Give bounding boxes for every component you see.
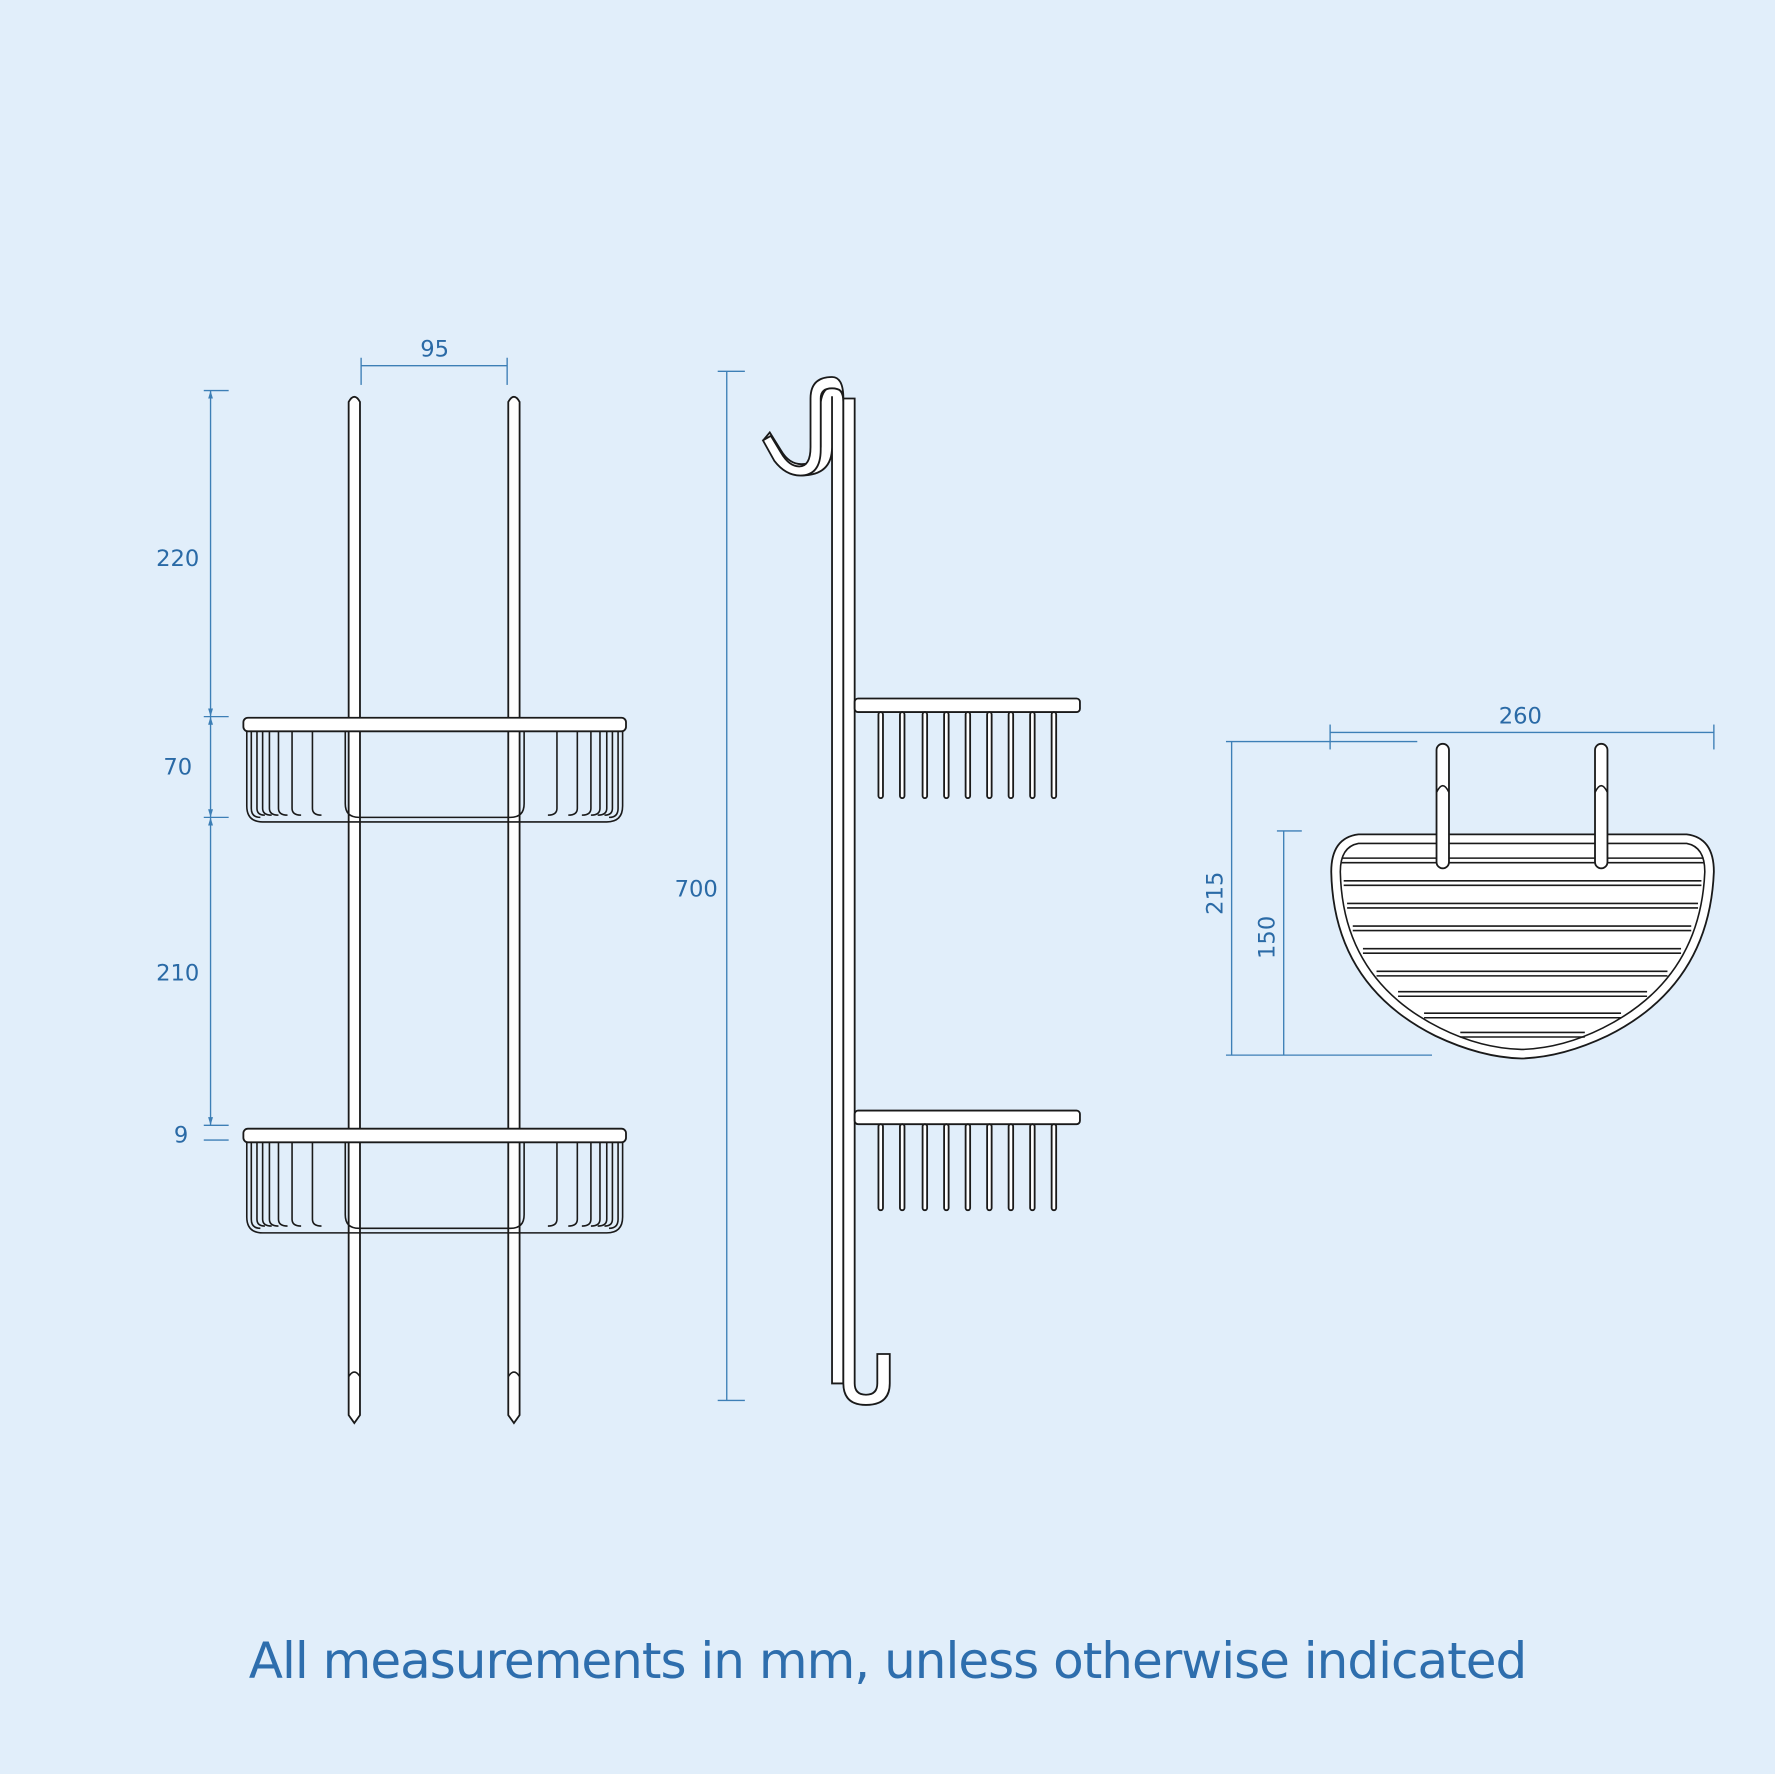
svg-text:220: 220 — [156, 546, 199, 572]
top-basket-slats — [1341, 857, 1704, 1038]
svg-text:700: 700 — [675, 877, 718, 903]
lower-basket — [242, 1127, 627, 1234]
dim-vertical-chain: 220 70 210 9 — [156, 389, 229, 1148]
dim-width: 260 — [1329, 703, 1715, 750]
top-peg-right — [1594, 742, 1609, 870]
svg-text:215: 215 — [1203, 872, 1229, 915]
dim-basket-depth: 150 — [1255, 830, 1302, 1056]
left-rod — [347, 395, 361, 1425]
side-view: 700 — [675, 370, 1081, 1406]
top-peg-left — [1435, 742, 1450, 870]
dim-overall-height: 700 — [675, 370, 745, 1402]
svg-text:9: 9 — [174, 1122, 188, 1148]
side-lower-basket — [853, 1109, 1081, 1212]
side-upper-basket — [853, 697, 1081, 800]
front-view: 95 220 70 210 9 — [156, 337, 627, 1425]
svg-text:70: 70 — [163, 754, 192, 780]
dim-overall-depth: 215 — [1203, 740, 1432, 1056]
measurement-note: All measurements in mm, unless otherwise… — [248, 1632, 1528, 1690]
svg-text:150: 150 — [1255, 916, 1281, 959]
svg-text:95: 95 — [420, 337, 449, 363]
upper-basket — [242, 716, 627, 823]
svg-text:260: 260 — [1499, 703, 1542, 729]
side-upright — [763, 386, 845, 1385]
top-basket-outline — [1330, 833, 1715, 1060]
top-view: 260 215 150 — [1203, 703, 1715, 1060]
dim-rod-spacing: 95 — [360, 337, 508, 385]
svg-text:210: 210 — [156, 960, 199, 986]
right-rod — [507, 395, 521, 1425]
